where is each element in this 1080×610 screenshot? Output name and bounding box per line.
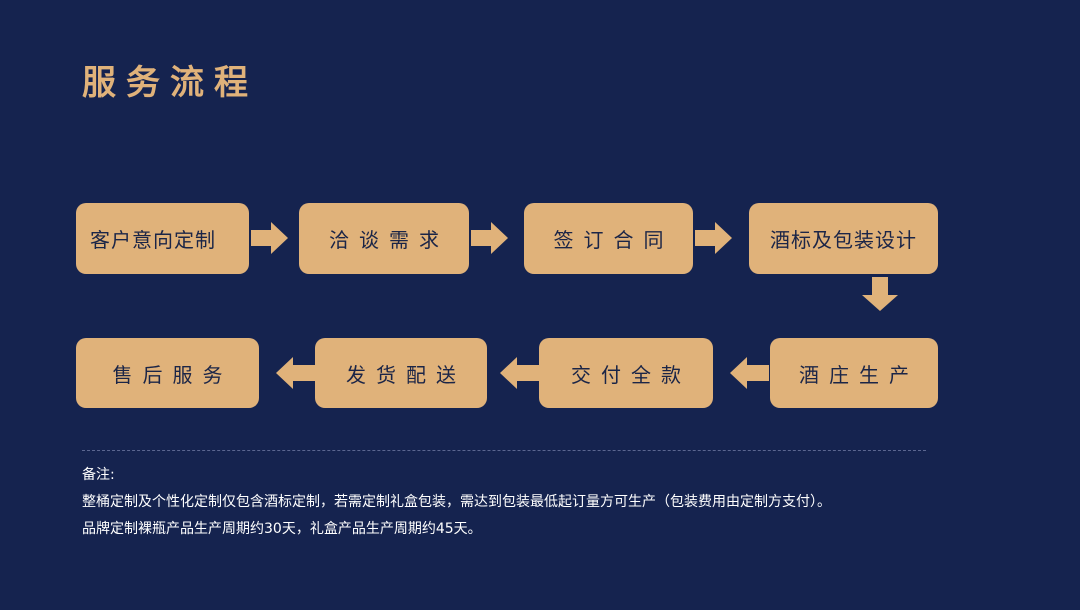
- step-1-label: 客户意向定制: [90, 228, 216, 252]
- step-8-label: 售后服务: [112, 362, 233, 387]
- step-7-box: 发货配送: [315, 338, 487, 408]
- notes-section: 备注: 整桶定制及个性化定制仅包含酒标定制，若需定制礼盒包装，需达到包装最低起订…: [82, 462, 831, 543]
- step-2-box: 洽谈需求: [299, 203, 469, 274]
- step-3-box: 签订合同: [524, 203, 693, 274]
- step-6-label: 交付全款: [571, 362, 691, 387]
- notes-line-1: 整桶定制及个性化定制仅包含酒标定制，若需定制礼盒包装，需达到包装最低起订量方可生…: [82, 494, 831, 510]
- notes-divider: [82, 450, 926, 451]
- notes-heading: 备注:: [82, 467, 115, 483]
- step-6-box: 交付全款: [539, 338, 713, 408]
- step-5-label: 酒庄生产: [799, 362, 919, 387]
- step-3-label: 签订合同: [553, 228, 674, 252]
- step-4-label: 酒标及包装设计: [770, 228, 917, 252]
- step-5-box: 酒庄生产: [770, 338, 938, 408]
- step-1-box: 客户意向定制: [76, 203, 249, 274]
- step-7-label: 发货配送: [346, 362, 466, 387]
- step-8-box: 售后服务: [76, 338, 259, 408]
- notes-line-2: 品牌定制裸瓶产品生产周期约30天，礼盒产品生产周期约45天。: [82, 521, 482, 537]
- step-4-box: 酒标及包装设计: [749, 203, 938, 274]
- step-2-label: 洽谈需求: [329, 228, 449, 252]
- page-title: 服务流程: [82, 63, 258, 103]
